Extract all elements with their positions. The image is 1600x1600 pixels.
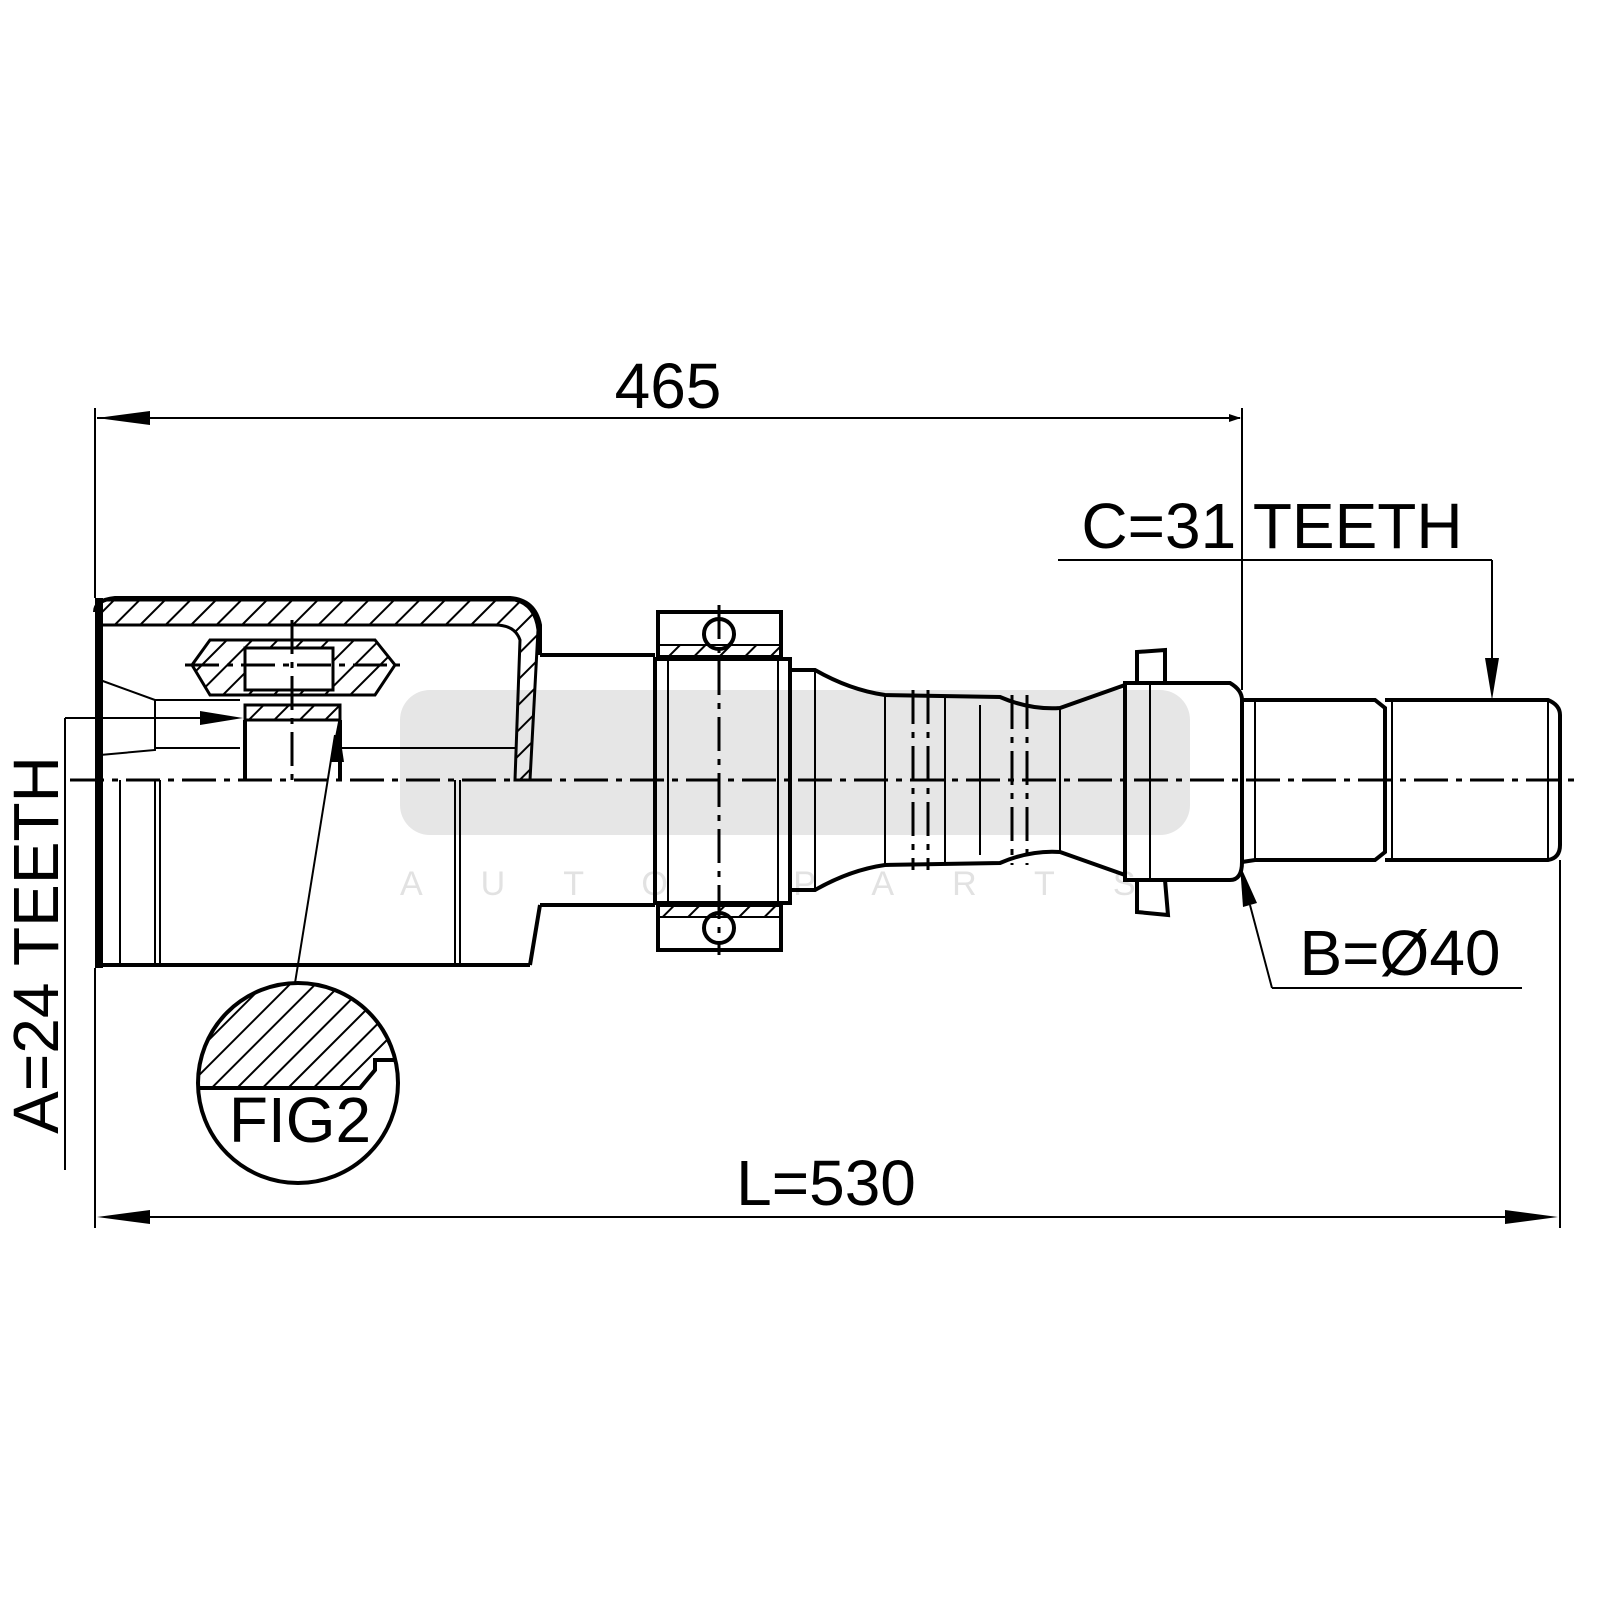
spline-a-callout: A=24 TEETH bbox=[0, 711, 243, 1170]
dim-length-label: L=530 bbox=[736, 1147, 916, 1219]
watermark-logo: AUTO PARTS bbox=[400, 690, 1194, 903]
dimension-length: L=530 bbox=[94, 860, 1561, 1228]
dimension-465: 465 bbox=[94, 350, 1243, 690]
shaft-neck bbox=[540, 653, 655, 907]
intermediate-shaft bbox=[790, 647, 1244, 918]
fig2-label: FIG2 bbox=[229, 1084, 371, 1156]
svg-text:AUTO PARTS: AUTO PARTS bbox=[400, 865, 1194, 903]
outer-spline-stub bbox=[1241, 698, 1562, 864]
joint-housing bbox=[93, 596, 542, 968]
diameter-b-label: B=Ø40 bbox=[1299, 917, 1500, 989]
fig2-detail: FIG2 bbox=[196, 722, 400, 1185]
spline-c-callout: C=31 TEETH bbox=[1058, 490, 1499, 700]
diameter-b-callout: B=Ø40 bbox=[1240, 865, 1522, 989]
spline-a-label: A=24 TEETH bbox=[0, 756, 72, 1134]
spline-c-label: C=31 TEETH bbox=[1081, 490, 1462, 562]
dim-465-label: 465 bbox=[615, 350, 722, 422]
support-bearing bbox=[653, 605, 792, 955]
